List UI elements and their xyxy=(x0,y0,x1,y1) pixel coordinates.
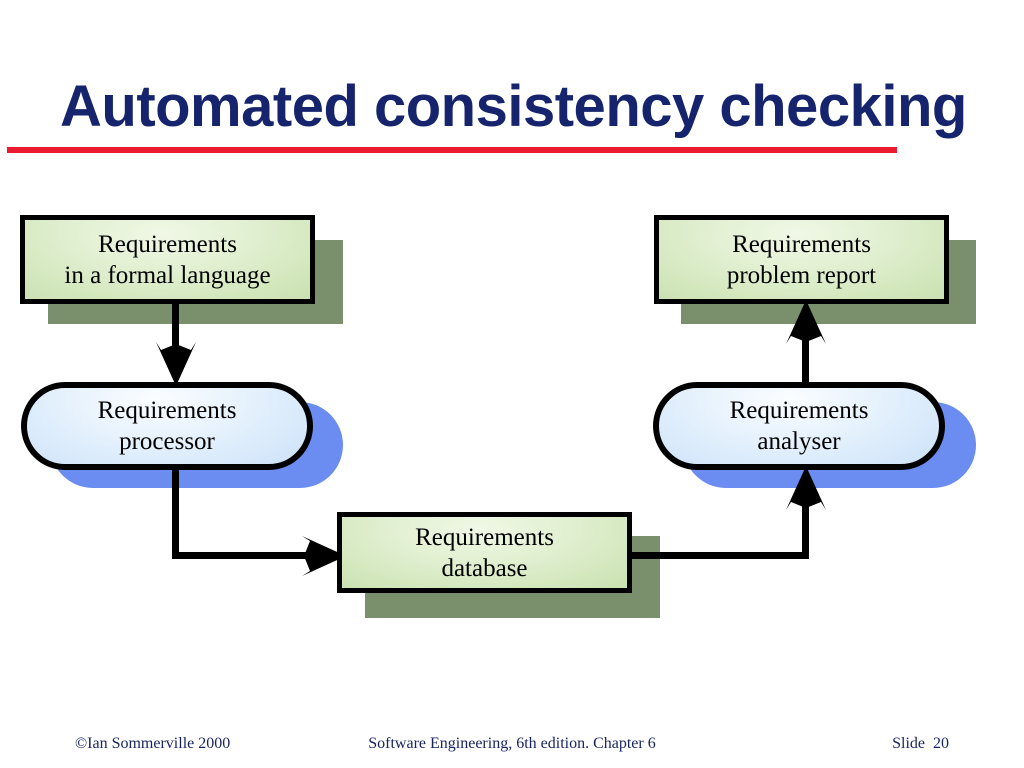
footer-copyright: ©Ian Sommerville 2000 xyxy=(75,735,231,752)
edge-database-to-analyser-arrowhead xyxy=(786,466,826,510)
edge-processor-to-database-line-vertical xyxy=(172,466,179,559)
node-requirements-database-label: Requirements database xyxy=(415,523,554,582)
node-requirements-processor[interactable]: Requirements processor xyxy=(21,382,313,470)
edge-formal-language-to-processor-arrowhead xyxy=(156,342,196,386)
page-title: Automated consistency checking xyxy=(60,74,967,139)
node-requirements-formal-language[interactable]: Requirements in a formal language xyxy=(20,215,315,304)
footer: ©Ian Sommerville 2000 Software Engineeri… xyxy=(0,733,1024,759)
node-requirements-formal-language-label: Requirements in a formal language xyxy=(64,230,271,289)
footer-slide-number: Slide 20 xyxy=(892,735,949,752)
edge-processor-to-database-arrowhead xyxy=(302,536,346,576)
edge-processor-to-database-line-horizontal xyxy=(172,552,320,559)
node-requirements-problem-report-label: Requirements problem report xyxy=(726,230,877,289)
node-requirements-analyser-label: Requirements analyser xyxy=(729,397,869,455)
edge-analyser-to-problem-report-line xyxy=(802,330,809,388)
node-requirements-problem-report[interactable]: Requirements problem report xyxy=(654,215,949,304)
title-underline-rule xyxy=(7,147,897,153)
node-requirements-processor-label: Requirements processor xyxy=(97,397,237,455)
node-requirements-database[interactable]: Requirements database xyxy=(337,512,632,593)
edge-analyser-to-problem-report-arrowhead xyxy=(786,300,826,344)
edge-database-to-analyser-line-vertical xyxy=(802,490,809,555)
edge-database-to-analyser-line-horizontal xyxy=(630,552,809,559)
node-requirements-analyser[interactable]: Requirements analyser xyxy=(653,382,945,470)
footer-book-reference: Software Engineering, 6th edition. Chapt… xyxy=(368,735,656,752)
edge-formal-language-to-processor-line xyxy=(172,303,179,355)
